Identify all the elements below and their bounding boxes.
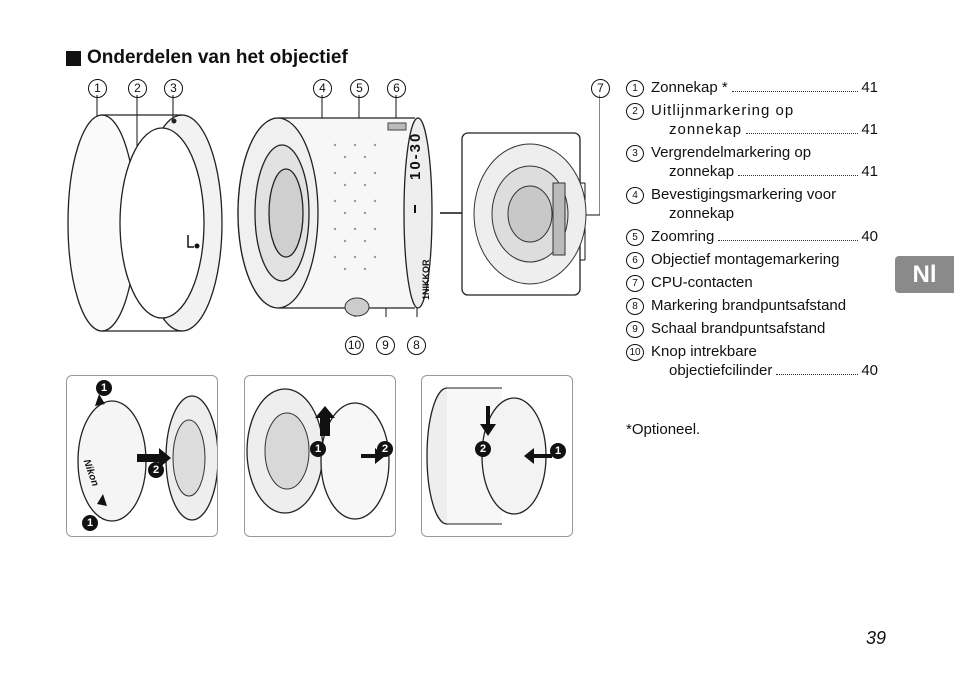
item-label-cont: objectiefcilinder <box>669 362 773 379</box>
item-number: 9 <box>626 321 644 338</box>
square-bullet-icon <box>66 50 81 66</box>
language-tab: Nl <box>895 256 954 293</box>
item-number: 2 <box>626 103 644 120</box>
list-item: 5 Zoomring 40 <box>626 227 878 246</box>
list-item: 8 Markering brandpuntsafstand <box>626 296 878 315</box>
item-label: Vergrendelmarkering op <box>651 144 812 161</box>
item-label-cont: zonnekap <box>669 163 735 180</box>
item-page: 40 <box>861 228 878 245</box>
item-number: 10 <box>626 344 644 361</box>
item-number: 3 <box>626 145 644 162</box>
callout-7: 7 <box>591 79 610 98</box>
callout-10: 10 <box>345 336 364 355</box>
step-1-marker: 1 <box>96 380 112 396</box>
leader-dots <box>776 374 859 375</box>
item-label: Zoomring <box>651 228 715 245</box>
list-item: 2 Uitlijnmarkering op zonnekap 41 <box>626 101 878 139</box>
list-item: 10 Knop intrekbare objectiefcilinder 40 <box>626 342 878 380</box>
item-label: Zonnekap * <box>651 79 728 96</box>
footnote: *Optioneel. <box>626 421 701 438</box>
callout-2: 2 <box>128 79 147 98</box>
item-number: 5 <box>626 229 644 246</box>
leader-dots <box>731 91 859 92</box>
item-number: 8 <box>626 298 644 315</box>
section-title-text: Onderdelen van het objectief <box>87 47 348 68</box>
item-number: 1 <box>626 80 644 97</box>
list-item: 1 Zonnekap * 41 <box>626 78 878 97</box>
list-item: 7 CPU-contacten <box>626 273 878 292</box>
item-number: 4 <box>626 187 644 204</box>
item-label: Uitlijnmarkering op <box>651 102 795 119</box>
lens-brand-text: 1NIKKOR <box>421 259 431 300</box>
step-1-marker: 1 <box>310 441 326 457</box>
step-1-marker: 1 <box>550 443 566 459</box>
lens-parts-illustration <box>67 95 600 332</box>
list-item: 6 Objectief montagemarkering <box>626 250 878 269</box>
item-label: Bevestigingsmarkering voor <box>651 186 837 203</box>
item-page: 40 <box>861 362 878 379</box>
page-number: 39 <box>866 628 887 648</box>
leader-dots <box>746 133 859 134</box>
item-label: Schaal brandpuntsafstand <box>651 320 826 337</box>
section-title: Onderdelen van het objectief <box>66 47 348 69</box>
item-label: Markering brandpuntsafstand <box>651 297 847 314</box>
item-page: 41 <box>861 163 878 180</box>
rear-cap-attach-illustration <box>426 387 552 525</box>
step-2-marker: 2 <box>377 441 393 457</box>
item-number: 7 <box>626 275 644 292</box>
item-label-cont: zonnekap <box>669 205 735 222</box>
step-2-marker: 2 <box>475 441 491 457</box>
item-page: 41 <box>861 121 878 138</box>
rear-cap-open-illustration <box>246 388 390 520</box>
item-label: Objectief montagemarkering <box>651 251 840 268</box>
item-number: 6 <box>626 252 644 269</box>
leader-dots <box>718 240 859 241</box>
list-item: 9 Schaal brandpuntsafstand <box>626 319 878 338</box>
figure-lens-cap <box>66 375 218 537</box>
zoom-scale-text: 10-30 <box>407 131 424 180</box>
step-1-marker: 1 <box>82 515 98 531</box>
item-label: Knop intrekbare <box>651 343 757 360</box>
leader-dots <box>738 175 859 176</box>
item-page: 41 <box>861 79 878 96</box>
callout-9: 9 <box>376 336 395 355</box>
list-item: 3 Vergrendelmarkering op zonnekap 41 <box>626 143 878 181</box>
figure-rear-cap-attach <box>421 375 573 537</box>
list-item: 4 Bevestigingsmarkering voor zonnekap <box>626 185 878 223</box>
item-label-cont: zonnekap <box>669 121 743 138</box>
parts-list: 1 Zonnekap * 41 2 Uitlijnmarkering op zon… <box>626 78 878 384</box>
lens-cap-illustration <box>77 394 217 522</box>
callout-8: 8 <box>407 336 426 355</box>
step-2-marker: 2 <box>148 462 164 478</box>
item-label: CPU-contacten <box>651 274 753 291</box>
